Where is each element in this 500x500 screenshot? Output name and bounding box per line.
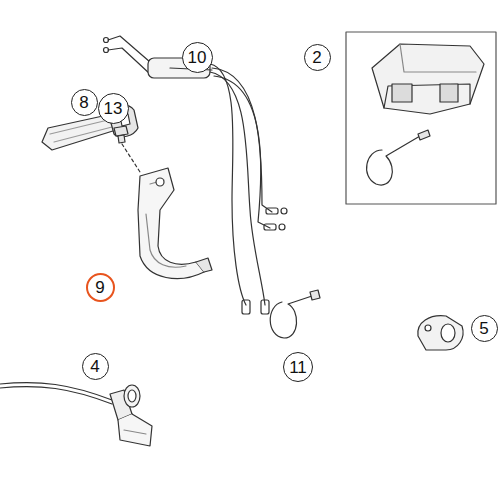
callout-number: 11: [283, 352, 313, 382]
handlebar-clamp: [418, 316, 463, 350]
guard-bracket: [138, 168, 212, 279]
callout-number: 4: [82, 353, 109, 380]
switch-cable: [0, 383, 152, 446]
callout-number: 8: [71, 89, 98, 116]
throttle-cables: [104, 36, 288, 314]
callout-number: 10: [182, 42, 213, 73]
cover-kit: [346, 32, 496, 204]
callout-number: 2: [304, 44, 331, 71]
callout-number: 5: [471, 315, 498, 342]
screw: [114, 126, 140, 172]
cable-tie: [270, 290, 320, 338]
callout-number: 9: [86, 273, 115, 302]
callout-number: 13: [98, 93, 129, 124]
